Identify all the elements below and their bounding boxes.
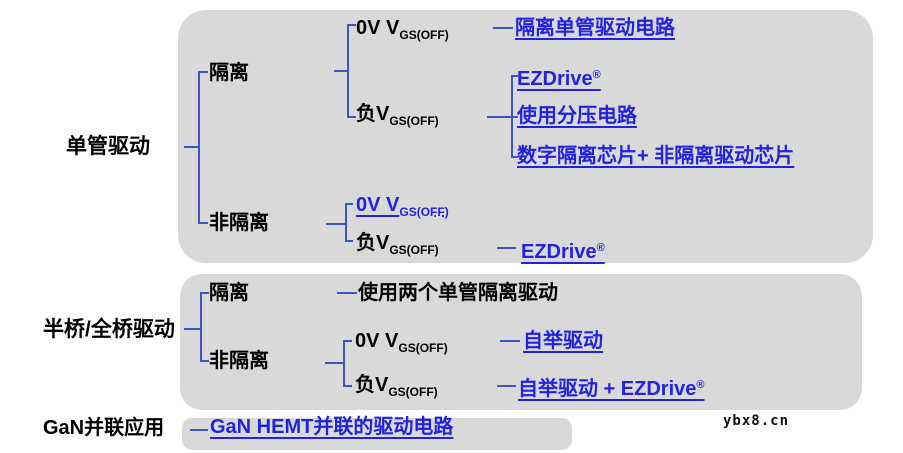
branch-isolated-bridge: 隔离 (209, 282, 249, 304)
section-label-bridge: 半桥/全桥驱动 (43, 318, 175, 341)
connector-line (337, 292, 357, 294)
connector-line (325, 362, 343, 364)
vgs-sub: GS(OFF) (398, 341, 448, 355)
section-label-parallel: GaN并联应用 (43, 417, 165, 439)
link-isolated-single-drive-circuit[interactable]: 隔离单管驱动电路 (515, 17, 675, 39)
vgs-sub: GS(OFF) (389, 243, 439, 257)
link-text: EZDrive (521, 241, 597, 263)
connector-line (184, 328, 200, 330)
connector-line (343, 385, 352, 387)
connector-line (347, 24, 356, 26)
connector-line (334, 70, 347, 72)
branch-isolated-single: 隔离 (209, 62, 249, 84)
group-box-parallel (182, 418, 572, 450)
connector-line (345, 203, 347, 242)
connector-line (345, 240, 353, 242)
link-vgs-0v-non-isolated[interactable]: 0V VGS(OFF) (356, 194, 449, 224)
connector-line (487, 116, 518, 118)
note-two-single-isolated-drives: 使用两个单管隔离驱动 (358, 282, 558, 304)
link-voltage-divider-circuit[interactable]: 使用分压电路 (517, 105, 637, 127)
connector-line (200, 292, 209, 294)
branch-vgs-neg-isolated: 负VGS(OFF) (356, 103, 439, 133)
connector-line (500, 340, 520, 342)
branch-non-isolated-single: 非隔离 (209, 212, 269, 234)
vgs-main: 0V V (355, 330, 399, 352)
group-box-single-tube (178, 10, 873, 263)
link-text: EZDrive (517, 68, 593, 90)
link-ezdrive-2[interactable]: EZDrive® (521, 237, 605, 264)
connector-line (497, 247, 516, 249)
vgs-main: 负V (356, 232, 390, 254)
registered-mark: ® (592, 69, 601, 81)
connector-line (497, 385, 516, 387)
connector-line (200, 292, 202, 362)
registered-mark: ® (696, 379, 705, 391)
connector-line (326, 223, 345, 225)
branch-vgs-neg-bridge: 负VGS(OFF) (355, 374, 438, 404)
vgs-main: 0V V (356, 17, 400, 39)
connector-line (198, 71, 208, 73)
vgs-main: 负V (355, 374, 389, 396)
branch-vgs-0v-isolated: 0V VGS(OFF) (356, 17, 449, 47)
vgs-sub: GS(OFF) (388, 385, 438, 399)
connector-line (511, 156, 518, 158)
registered-mark: ® (596, 242, 605, 254)
connector-line (343, 340, 345, 387)
link-gan-hemt-parallel-drive-circuit[interactable]: GaN HEMT并联的驱动电路 (210, 416, 454, 438)
vgs-sub: GS(OFF) (399, 205, 449, 219)
connector-line (347, 24, 349, 118)
link-digital-isolator-plus-driver[interactable]: 数字隔离芯片+ 非隔离驱动芯片 (517, 145, 795, 167)
connector-line (511, 75, 518, 77)
connector-line (345, 203, 353, 205)
connector-line (198, 71, 200, 224)
connector-line (184, 146, 198, 148)
link-bootstrap-drive[interactable]: 自举驱动 (523, 330, 603, 352)
connector-line (493, 27, 513, 29)
connector-line (343, 340, 352, 342)
connector-line (190, 429, 208, 431)
branch-vgs-neg-non-isolated: 负VGS(OFF) (356, 232, 439, 262)
branch-vgs-0v-bridge: 0V VGS(OFF) (355, 330, 448, 360)
link-ezdrive[interactable]: EZDrive® (517, 64, 601, 91)
watermark: ybx8.cn (723, 413, 790, 429)
vgs-main: 负V (356, 103, 390, 125)
vgs-sub: GS(OFF) (399, 28, 449, 42)
link-bootstrap-plus-ezdrive[interactable]: 自举驱动 + EZDrive® (518, 374, 705, 401)
vgs-sub: GS(OFF) (389, 114, 439, 128)
vgs-main: 0V V (356, 194, 400, 216)
connector-line (198, 222, 208, 224)
section-label-single-tube: 单管驱动 (66, 135, 150, 158)
connector-line (200, 360, 209, 362)
connector-line (347, 116, 356, 118)
link-text: 自举驱动 + EZDrive (518, 378, 697, 400)
group-box-bridge (180, 274, 862, 410)
branch-non-isolated-bridge: 非隔离 (209, 350, 269, 372)
